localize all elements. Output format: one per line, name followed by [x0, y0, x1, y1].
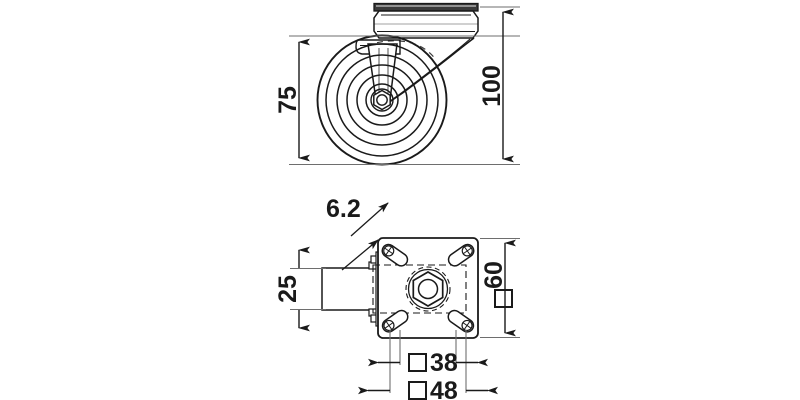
side-view-extension-lines — [289, 6, 520, 166]
dimension-overall-height: 100 — [478, 8, 514, 163]
plan-view-group: 6.2 25 60 — [274, 195, 520, 400]
dimension-label-6-2: 6.2 — [326, 195, 361, 223]
dimension-label-75: 75 — [274, 86, 302, 114]
swivel-fork — [346, 37, 475, 105]
slot-hole-top-left — [381, 243, 409, 267]
top-mounting-plate — [373, 2, 479, 12]
wheel-outline — [321, 267, 383, 311]
side-view-group: 75 100 — [274, 2, 520, 166]
plan-left-extension-lines — [290, 267, 326, 311]
dimension-label-25: 25 — [274, 275, 302, 303]
dimension-slot-width: 6.2 — [326, 195, 389, 271]
center-hex-nut — [405, 266, 451, 312]
dimension-label-100: 100 — [478, 65, 506, 107]
swivel-housing — [373, 10, 479, 39]
dimension-label-38: 38 — [430, 349, 458, 377]
slot-hole-bottom-left — [381, 309, 409, 333]
square-symbol-60 — [494, 289, 513, 308]
dimension-hole-spacing-inner: 38 — [368, 349, 488, 377]
dimension-wheel-width: 25 — [274, 246, 310, 332]
dimension-hole-spacing-outer: 48 — [358, 377, 498, 400]
slot-holes-group — [381, 243, 475, 333]
hidden-boss-outline — [372, 264, 467, 314]
slot-hole-bottom-right — [447, 309, 475, 333]
square-symbol-38 — [408, 353, 427, 372]
plan-bottom-extension-lines — [389, 330, 467, 393]
axle-hex-nut — [373, 89, 391, 111]
dimension-wheel-diameter: 75 — [274, 38, 310, 162]
dimension-label-48: 48 — [430, 377, 458, 400]
slot-hole-top-right — [447, 243, 475, 267]
plan-right-extension-lines — [480, 237, 520, 339]
square-symbol-48 — [408, 381, 427, 400]
dimension-plate-size: 60 — [480, 239, 516, 337]
dimension-label-60: 60 — [480, 261, 508, 289]
